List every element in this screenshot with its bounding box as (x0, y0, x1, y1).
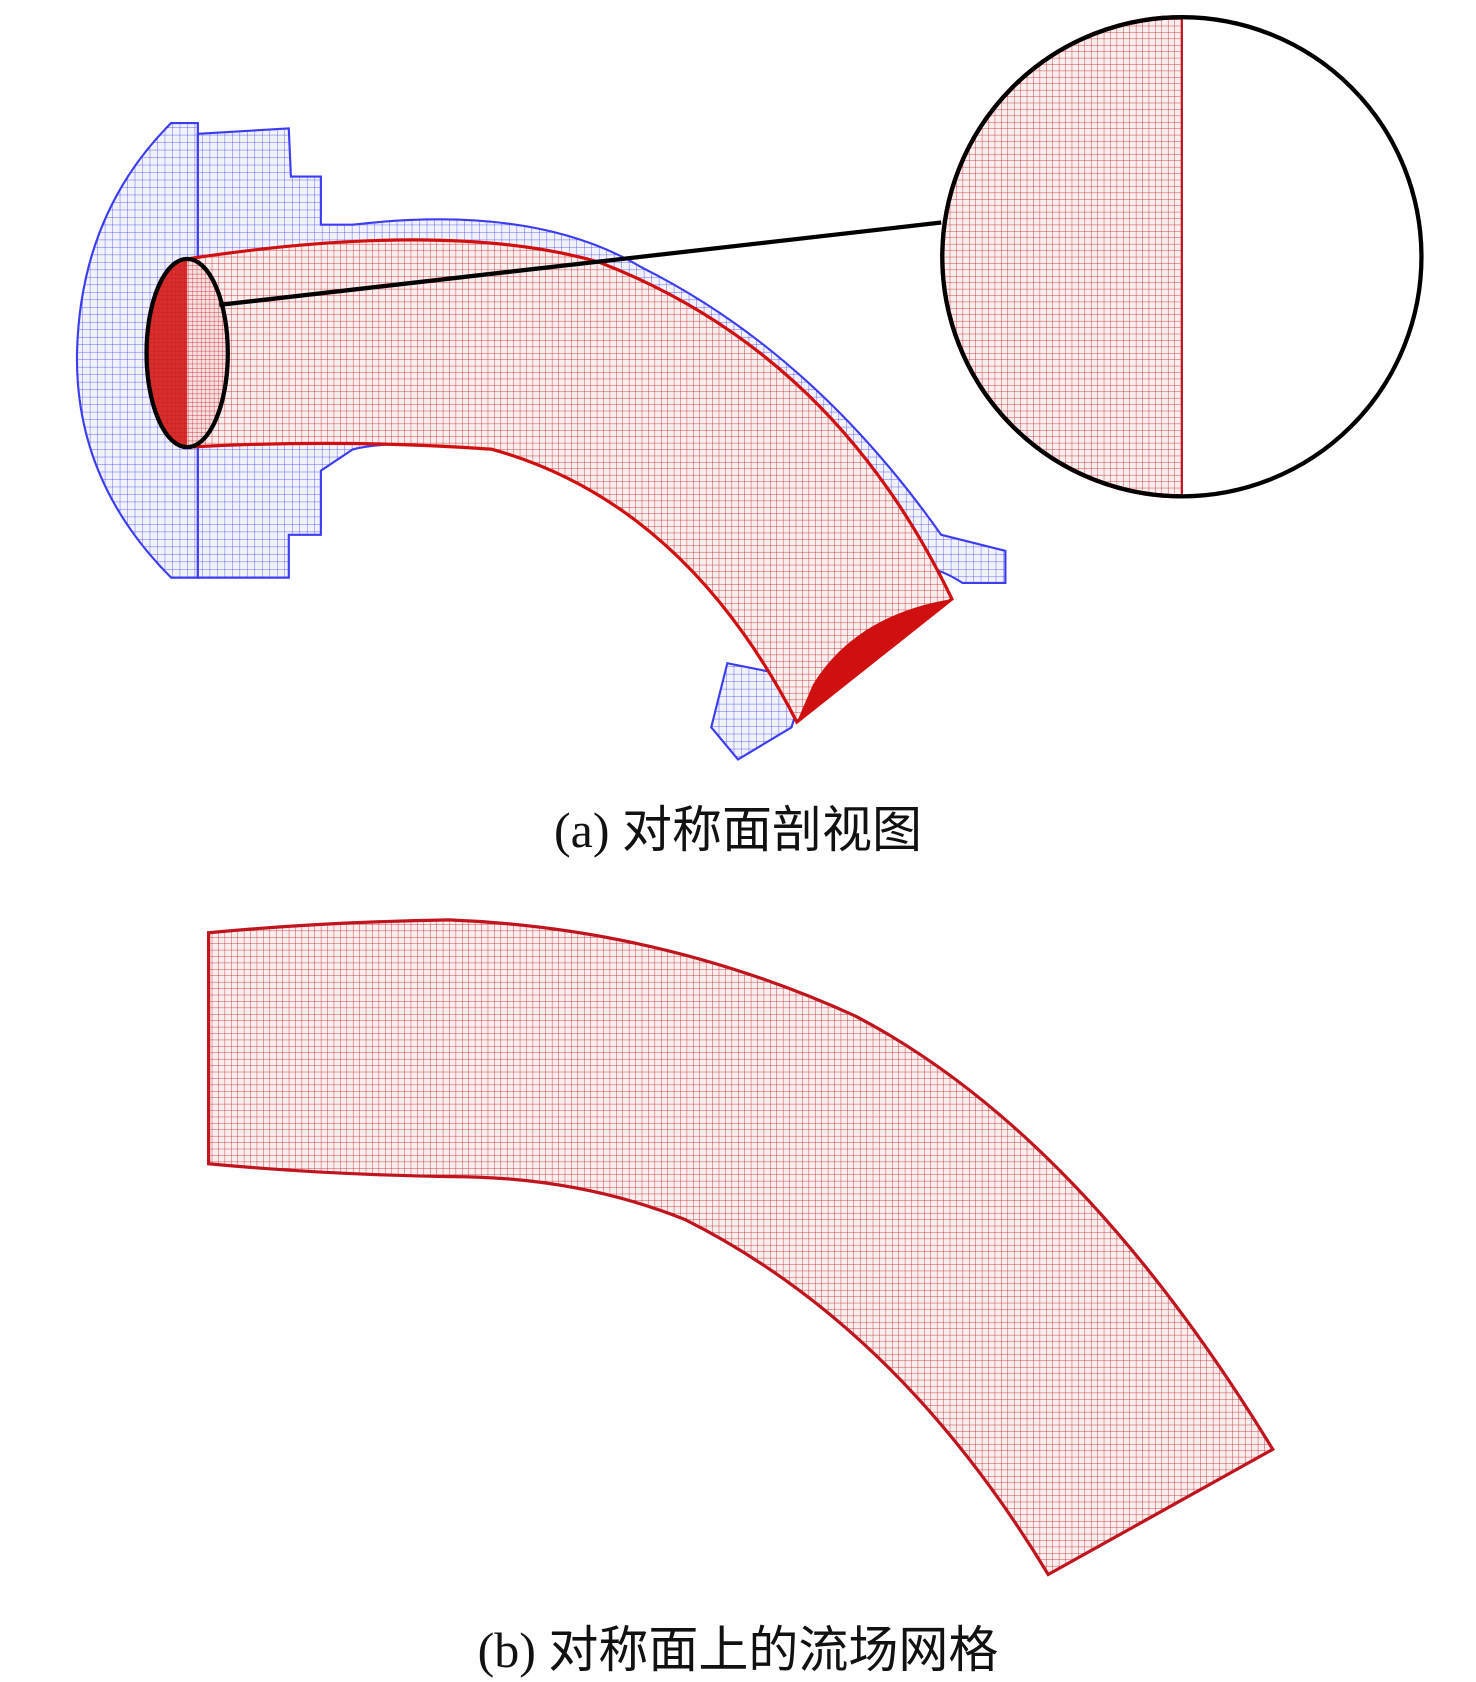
caption-b: (b) 对称面上的流场网格 (477, 1622, 999, 1678)
symmetry-plane-mesh (206, 918, 1276, 1577)
caption-a: (a) 对称面剖视图 (554, 802, 922, 858)
callout-line (219, 220, 942, 308)
pipe-mesh (144, 238, 954, 725)
cross-section-outline (144, 256, 230, 450)
zoom-inset (940, 15, 1424, 499)
